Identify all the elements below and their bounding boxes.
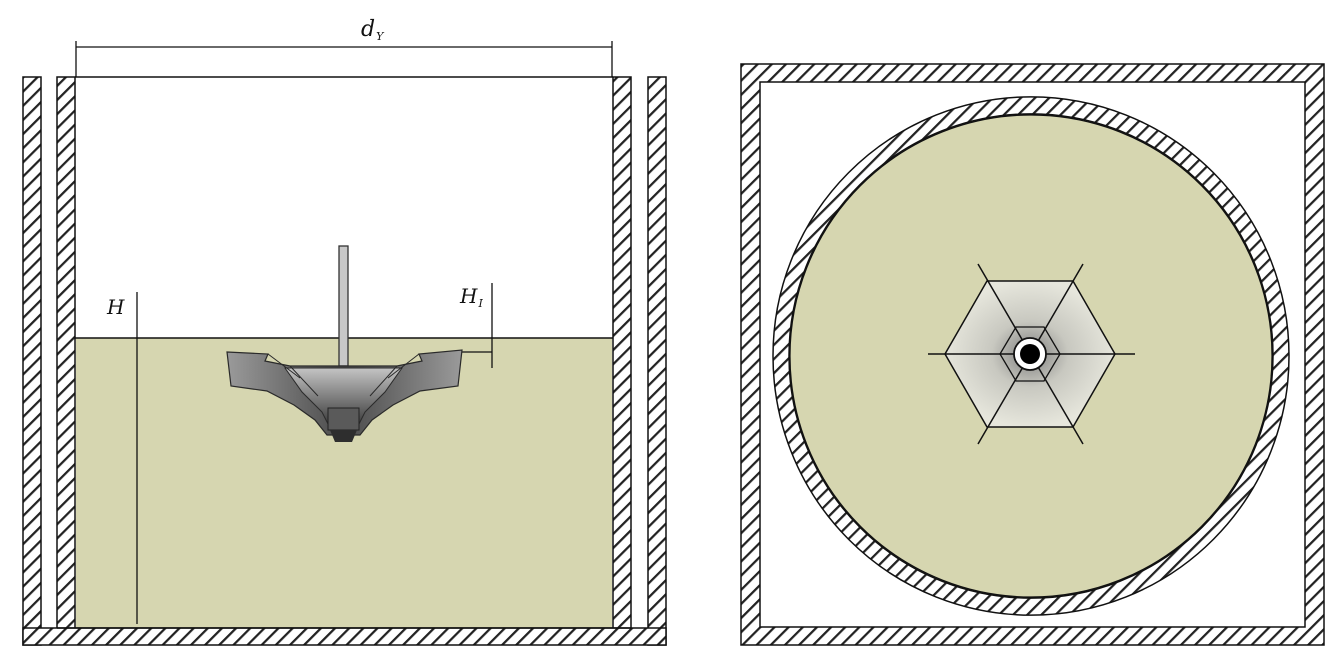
- impeller-shaft: [338, 245, 349, 367]
- diameter-dimension: [75, 41, 613, 77]
- inner-right-wall: [612, 76, 632, 630]
- impeller-depth-label-sub: I: [478, 297, 483, 310]
- height-label-main: H: [107, 295, 125, 319]
- vessel-bottom: [22, 627, 667, 646]
- vessel-ring: [772, 96, 1290, 616]
- diameter-label-sub: Y: [376, 30, 384, 43]
- diameter-label-main: d: [361, 17, 376, 42]
- top-view: [740, 63, 1325, 646]
- outer-left-wall: [22, 76, 42, 646]
- side-view: [22, 41, 667, 646]
- impeller-depth-label: HI: [460, 286, 483, 309]
- inner-left-wall: [56, 76, 76, 630]
- impeller: [226, 245, 463, 442]
- diameter-label: dY: [361, 17, 384, 43]
- height-label: H: [107, 297, 124, 317]
- top-frame: [740, 63, 1325, 646]
- outer-right-wall: [647, 76, 667, 646]
- impeller-depth-label-main: H: [460, 284, 478, 308]
- impeller-top: [928, 263, 1135, 445]
